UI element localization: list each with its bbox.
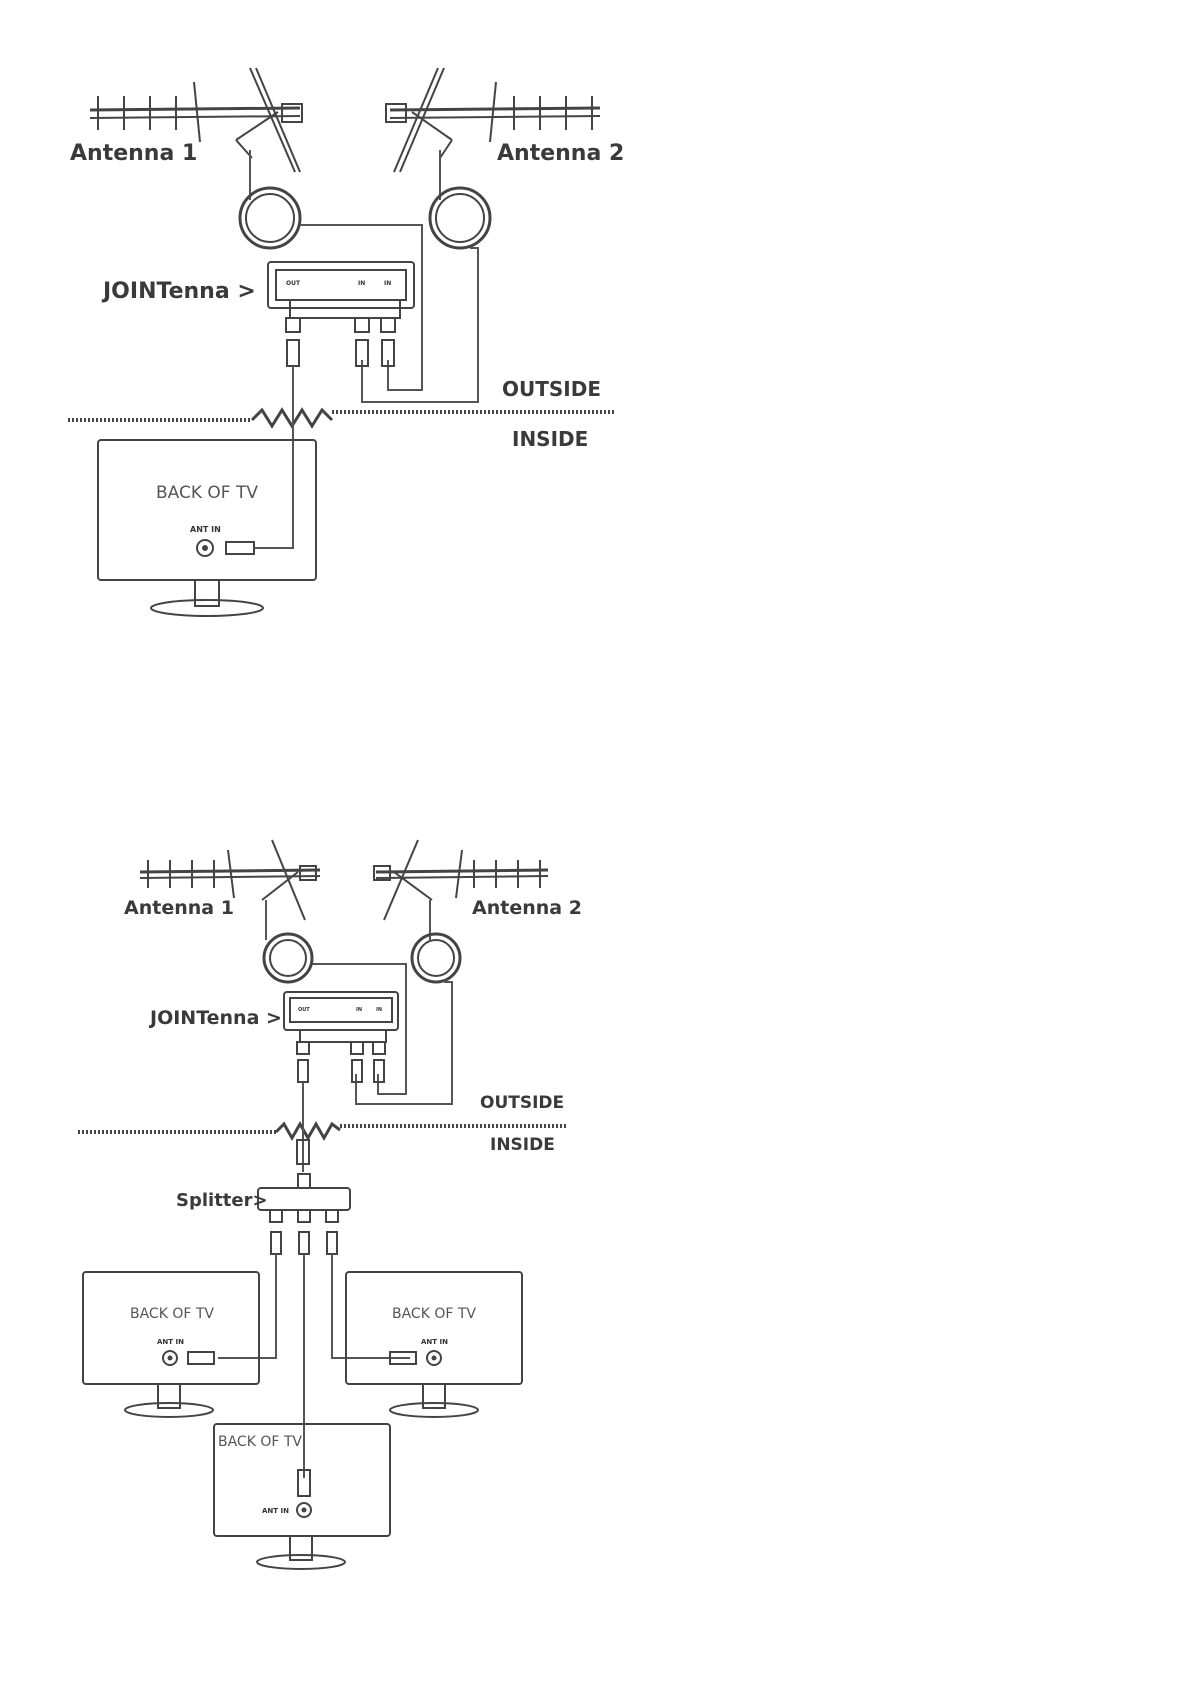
tv-back-label: BACK OF TV	[156, 483, 258, 503]
antenna-1-label-2: Antenna 1	[124, 897, 234, 919]
connector-plugs	[287, 340, 394, 366]
diagram-multi-tv: Antenna 1 Antenna 2	[78, 840, 582, 1569]
inside-label: INSIDE	[512, 427, 588, 451]
antenna-2-label: Antenna 2	[497, 141, 624, 166]
jointenna-device-2: OUT IN IN	[284, 992, 398, 1054]
antenna-2-label-2: Antenna 2	[472, 897, 582, 919]
antenna-1-illustration-2	[140, 840, 320, 940]
inside-label-2: INSIDE	[490, 1135, 555, 1155]
jointenna-label-2: JOINTenna >	[148, 1007, 282, 1029]
tv-left-back-label: BACK OF TV	[130, 1306, 214, 1322]
cable-coil-1-2	[264, 934, 312, 982]
tv-bottom-ant-in-label: ANT IN	[262, 1507, 289, 1515]
antenna-1-label: Antenna 1	[70, 141, 197, 166]
port-in-1-label: IN	[358, 280, 365, 287]
cable-coil-2	[430, 188, 490, 248]
tv-bottom-back-label: BACK OF TV	[218, 1434, 302, 1450]
jointenna-device: OUT IN IN	[268, 262, 414, 332]
tv-right-ant-in-label: ANT IN	[421, 1338, 448, 1346]
port-in-1-label-2: IN	[356, 1007, 362, 1013]
tv-right-back-label: BACK OF TV	[392, 1306, 476, 1322]
splitter-plugs	[271, 1232, 337, 1254]
cable-coil-1	[240, 188, 300, 248]
splitter-device	[258, 1174, 350, 1222]
tv-ant-in-label: ANT IN	[190, 525, 221, 534]
antenna-2-illustration	[386, 68, 600, 200]
diagram-single-tv: Antenna 1 Antenna 2	[68, 68, 624, 616]
splitter-label: Splitter>	[176, 1190, 268, 1211]
antenna-2-illustration-2	[374, 840, 548, 940]
outside-label-2: OUTSIDE	[480, 1093, 564, 1113]
port-out-label-2: OUT	[298, 1007, 310, 1013]
port-in-2-label: IN	[384, 280, 391, 287]
tv-left-ant-in-label: ANT IN	[157, 1338, 184, 1346]
connector-plugs-2	[298, 1060, 384, 1082]
port-in-2-label-2: IN	[376, 1007, 382, 1013]
antenna-1-illustration	[90, 68, 302, 200]
cable-coil-2-2	[412, 934, 460, 982]
jointenna-label: JOINTenna >	[101, 279, 256, 304]
outside-label: OUTSIDE	[502, 377, 601, 401]
port-out-label: OUT	[286, 280, 301, 287]
